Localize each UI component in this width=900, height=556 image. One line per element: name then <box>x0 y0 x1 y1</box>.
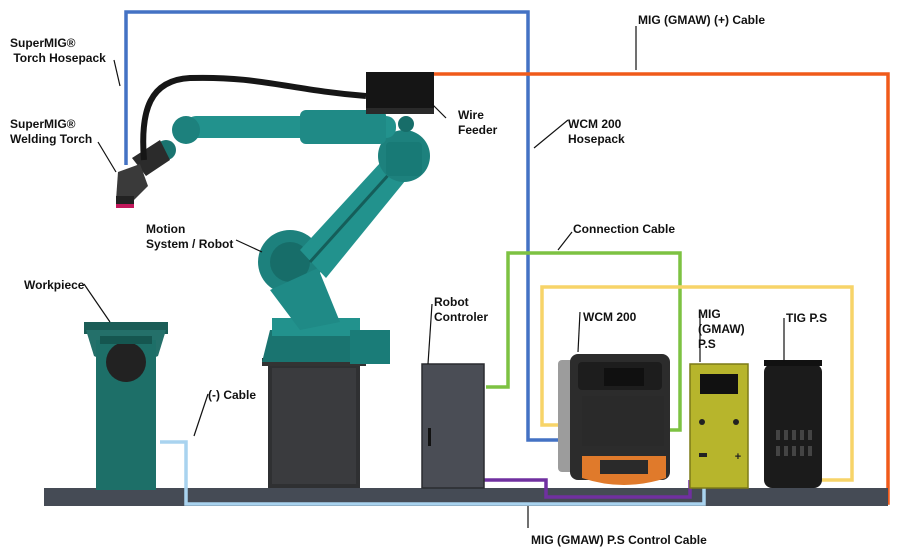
label-wcm200-hosepack: WCM 200 Hosepack <box>568 117 625 146</box>
label-welding-torch: SuperMIG® Welding Torch <box>10 117 93 146</box>
leader-lines <box>83 26 785 528</box>
wcm200-hosepack-line <box>124 10 560 442</box>
label-workpiece: Workpiece <box>24 278 85 292</box>
label-mig-plus-cable: MIG (GMAW) (+) Cable <box>638 13 765 27</box>
floor-base <box>44 488 888 506</box>
workpiece-positioner <box>84 322 168 490</box>
label-mig-ps: MIG (GMAW) P.S <box>698 307 745 351</box>
label-motion-system: Motion System / Robot <box>146 222 234 251</box>
label-minus-cable: (-) Cable <box>208 388 256 402</box>
label-wire-feeder: Wire Feeder <box>458 108 498 137</box>
mig-power-source: + <box>689 363 749 489</box>
connection-cable-line <box>486 251 682 432</box>
robot-controller-cabinet <box>421 363 485 489</box>
mig-plus-terminal-symbol: + <box>735 451 741 463</box>
wire-feeder <box>366 72 434 114</box>
label-wcm200: WCM 200 <box>583 310 637 324</box>
wcm200-unit <box>558 354 670 485</box>
robot-arm <box>116 110 430 364</box>
tig-power-source <box>764 360 822 488</box>
tig-loop-line <box>540 285 854 482</box>
control-cable-line <box>484 478 692 499</box>
label-control-cable: MIG (GMAW) P.S Control Cable <box>531 533 707 547</box>
label-tig-ps: TIG P.S <box>786 311 828 325</box>
label-torch-hosepack: SuperMIG® Torch Hosepack <box>10 36 106 65</box>
label-connection-cable: Connection Cable <box>573 222 676 236</box>
label-robot-controller: Robot Controler <box>434 295 488 324</box>
robot-pedestal <box>262 358 366 488</box>
torch-hosepack-hose <box>140 74 367 161</box>
